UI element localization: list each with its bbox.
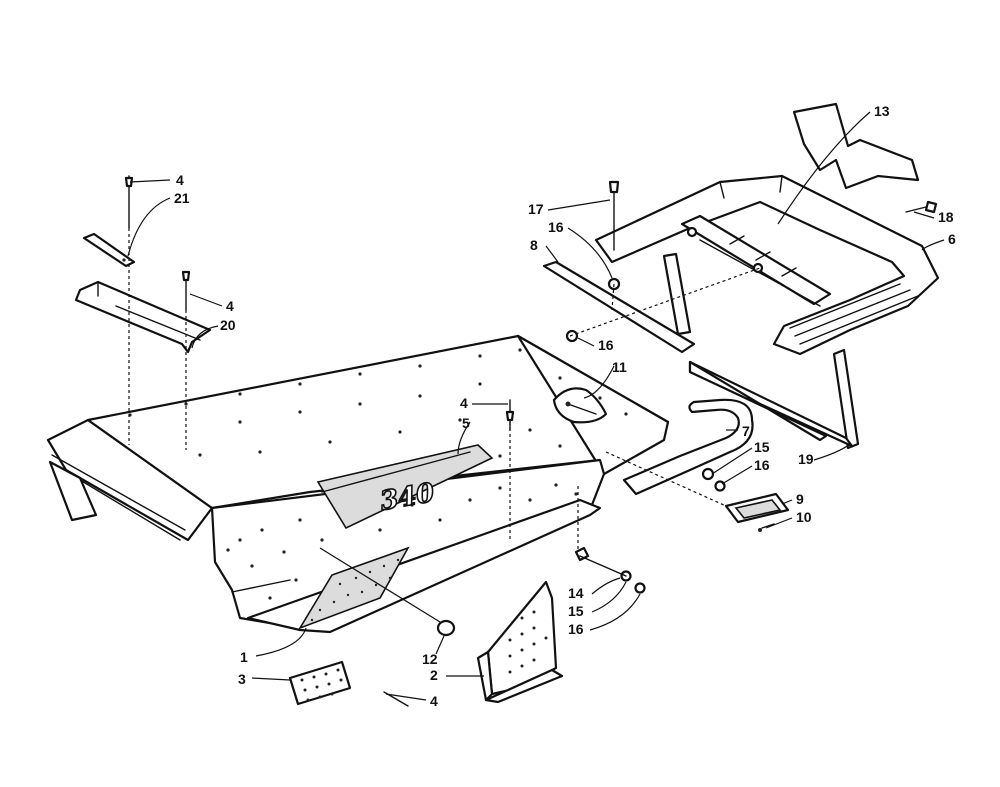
nuts xyxy=(565,277,726,594)
callout-16-middle: 16 xyxy=(598,337,614,353)
callout-3: 3 xyxy=(238,671,246,687)
cross-bar xyxy=(542,260,696,354)
side-bracket xyxy=(74,280,212,354)
callout-4-mid-left: 4 xyxy=(226,298,234,314)
badge-plate: 340 xyxy=(316,444,494,530)
callout-4-bottom: 4 xyxy=(430,693,438,709)
fastener xyxy=(124,175,191,311)
callout-9: 9 xyxy=(796,491,804,507)
callout-18: 18 xyxy=(938,209,954,225)
callout-16-upper: 16 xyxy=(548,219,564,235)
callout-20: 20 xyxy=(220,317,236,333)
callout-15-mid: 15 xyxy=(754,439,770,455)
callout-6: 6 xyxy=(948,231,956,247)
reflector xyxy=(724,492,790,532)
callout-17: 17 xyxy=(528,201,544,217)
callout-14: 14 xyxy=(568,585,584,601)
callout-2: 2 xyxy=(430,667,438,683)
callout-16-mid: 16 xyxy=(754,457,770,473)
bezel xyxy=(552,387,608,424)
decal xyxy=(792,102,920,190)
callout-1: 1 xyxy=(240,649,248,665)
callout-labels: 1 2 3 4 4 4 4 5 6 7 8 9 10 11 12 13 14 1… xyxy=(174,103,956,709)
callout-4-center: 4 xyxy=(460,395,468,411)
grab-bar xyxy=(622,398,754,496)
callout-7: 7 xyxy=(742,423,750,439)
belly-pan xyxy=(46,334,670,634)
callout-12: 12 xyxy=(422,651,438,667)
callout-10: 10 xyxy=(796,509,812,525)
callout-4-top-left: 4 xyxy=(176,172,184,188)
floor-bracket xyxy=(476,580,564,704)
rack-bolts xyxy=(608,180,938,251)
floor-plate xyxy=(288,660,409,707)
small-plate xyxy=(82,232,136,268)
callout-19: 19 xyxy=(798,451,814,467)
callout-13: 13 xyxy=(874,103,890,119)
rear-rack xyxy=(594,174,940,450)
callout-5: 5 xyxy=(462,415,470,431)
fastener-center xyxy=(505,399,515,431)
callout-8: 8 xyxy=(530,237,538,253)
callout-15-bottom: 15 xyxy=(568,603,584,619)
callout-11: 11 xyxy=(612,359,627,375)
plug xyxy=(436,619,456,637)
callout-21: 21 xyxy=(174,190,190,206)
callout-16-bottom: 16 xyxy=(568,621,584,637)
